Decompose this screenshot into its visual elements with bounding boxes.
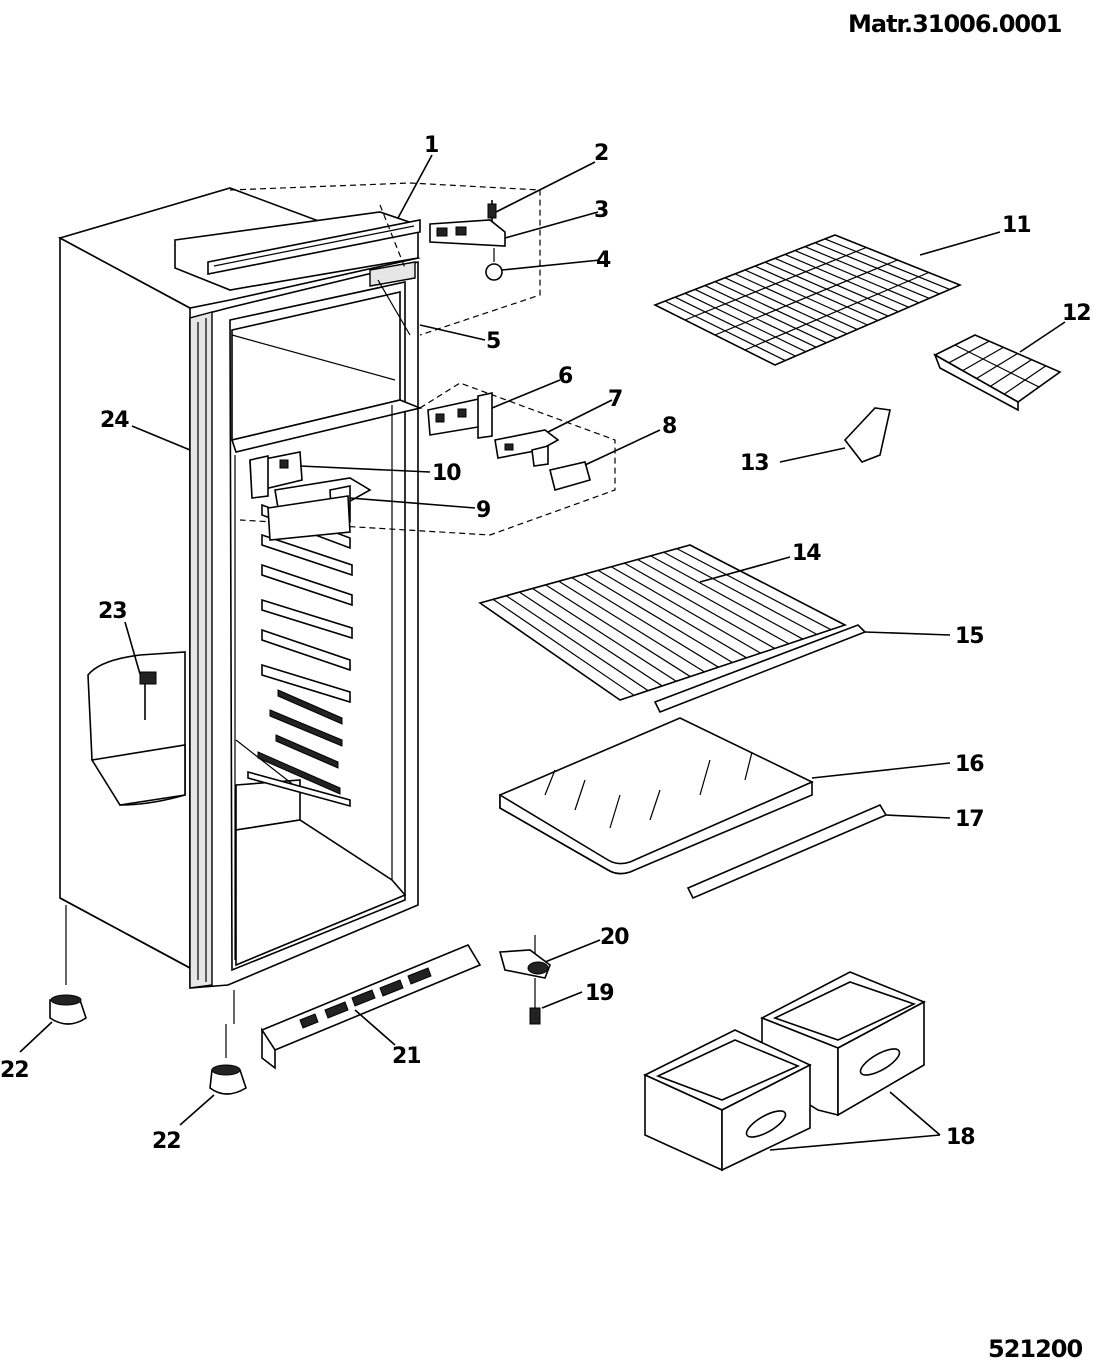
label-19: 19	[585, 981, 614, 1006]
part-23-bottle-holder	[87, 621, 186, 806]
part-22-foot-right	[179, 990, 247, 1126]
part-13-ice-scraper	[779, 407, 891, 463]
label-1: 1	[424, 133, 438, 158]
part-16-glass-shelf	[499, 717, 951, 875]
part-22-foot-left	[19, 905, 87, 1053]
part-17-glass-trim	[686, 803, 951, 900]
part-19-screw	[529, 978, 583, 1025]
label-10: 10	[432, 461, 461, 486]
label-23: 23	[98, 599, 127, 624]
shelf-rib-set	[247, 503, 353, 808]
label-7: 7	[608, 387, 622, 412]
label-22-left: 22	[0, 1058, 29, 1083]
part-8-hinge-cover	[549, 461, 591, 491]
part-15-shelf-trim	[653, 624, 951, 714]
label-2: 2	[594, 141, 608, 166]
label-16: 16	[955, 752, 984, 777]
label-20: 20	[600, 925, 629, 950]
part-6-middle-hinge-plate	[427, 392, 493, 439]
label-13: 13	[740, 451, 769, 476]
part-20-bracket	[498, 935, 601, 979]
label-22-right: 22	[152, 1129, 181, 1154]
part-18-crisper-drawers	[643, 971, 941, 1172]
label-8: 8	[662, 414, 676, 439]
label-5: 5	[486, 329, 500, 354]
part-number-labels: 1 2 3 4 5 6 7 8 9 10 11 12 13 14 15 16 1…	[0, 133, 1092, 1154]
label-11: 11	[1002, 213, 1031, 238]
label-4: 4	[596, 248, 611, 273]
part-1-top-cover-strip	[207, 219, 421, 287]
drawing-code: 521200	[988, 1335, 1082, 1363]
refrigerator-cabinet	[57, 187, 423, 989]
label-14: 14	[792, 541, 821, 566]
drawing-number: Matr.31006.0001	[848, 10, 1062, 38]
label-9: 9	[476, 498, 490, 523]
part-10-hinge-bracket	[249, 451, 303, 499]
part-7-middle-hinge	[494, 429, 560, 467]
part-21-bottom-grille	[260, 943, 482, 1070]
label-3: 3	[594, 198, 608, 223]
part-5-hinge-mount	[377, 279, 411, 336]
label-15: 15	[955, 624, 984, 649]
part-4-bushing	[485, 248, 503, 281]
part-11-freezer-wire-shelf	[653, 231, 1001, 366]
part-3-top-hinge	[429, 219, 506, 247]
part-14-wire-shelf	[478, 544, 848, 701]
part-12-ice-tray	[933, 321, 1066, 412]
part-9-hinge-pin-block	[267, 477, 372, 541]
label-12: 12	[1062, 301, 1091, 326]
label-21: 21	[392, 1044, 421, 1069]
label-17: 17	[955, 807, 984, 832]
label-24: 24	[100, 408, 129, 433]
label-6: 6	[558, 364, 573, 389]
label-18: 18	[946, 1125, 975, 1150]
leader-lines	[299, 154, 661, 509]
